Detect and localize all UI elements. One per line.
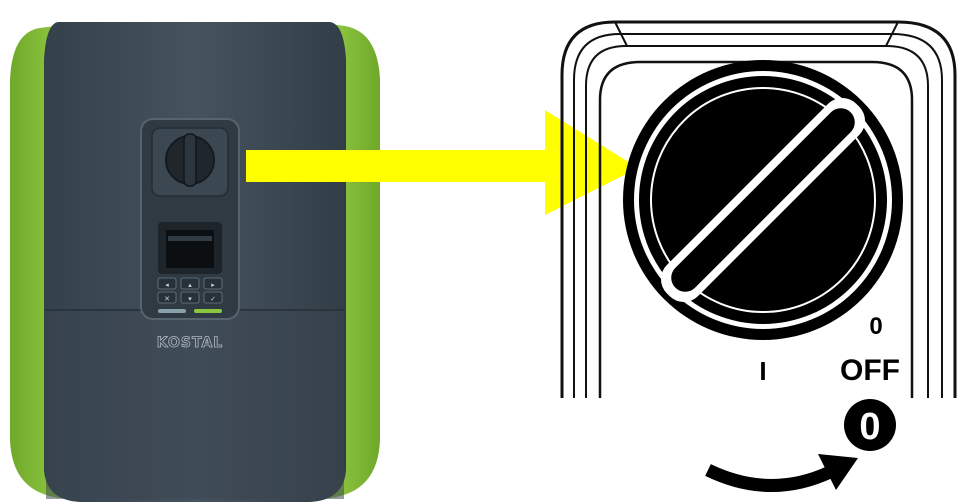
svg-text:▸: ▸ xyxy=(211,281,215,289)
svg-text:✓: ✓ xyxy=(210,295,216,303)
inverter-device: ◂ ▴ ▸ ✕ ▾ ✓ KOSTAL xyxy=(10,22,380,502)
svg-text:▴: ▴ xyxy=(188,281,192,289)
svg-text:◂: ◂ xyxy=(165,281,169,289)
switch-off-text: OFF xyxy=(840,354,900,387)
status-led-green xyxy=(194,309,222,313)
inverter-display-screen xyxy=(166,230,214,268)
inverter-brand-logo: KOSTAL xyxy=(157,335,223,351)
clockwise-arrow-icon xyxy=(708,454,858,490)
svg-text:0: 0 xyxy=(859,406,880,448)
dc-switch-closeup xyxy=(562,22,955,400)
off-position-badge: 0 xyxy=(844,399,896,451)
status-led-grey xyxy=(158,309,186,313)
switch-position-on-label: I xyxy=(759,356,766,386)
svg-text:▾: ▾ xyxy=(188,295,192,303)
svg-text:✕: ✕ xyxy=(164,295,170,303)
switch-position-off-label: 0 xyxy=(869,313,882,340)
